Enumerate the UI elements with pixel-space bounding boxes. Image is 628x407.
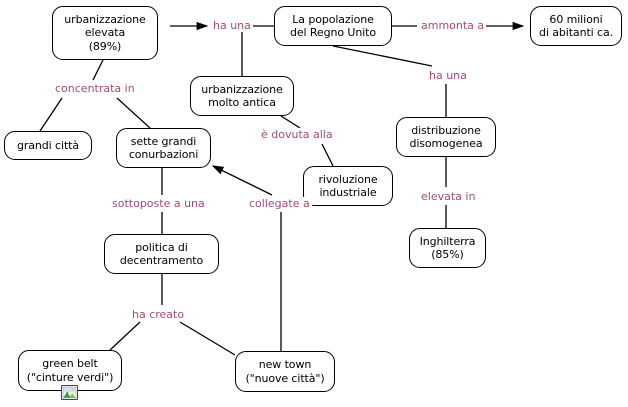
node-line: new town xyxy=(258,358,312,371)
edge-ha-creato-to-green-belt xyxy=(109,321,141,351)
node-line: industriale xyxy=(319,186,377,199)
node-line: (89%) xyxy=(88,39,122,53)
edge-popolazione-to-ha-una-2 xyxy=(332,45,433,67)
node-sette-grandi-conurbazioni[interactable]: sette grandi conurbazioni xyxy=(116,128,211,168)
node-line: politica di xyxy=(135,240,188,254)
node-new-town[interactable]: new town ("nuove città") xyxy=(235,351,335,392)
link-label-sottoposte-a-una[interactable]: sottoposte a una xyxy=(110,197,207,210)
node-line: urbanizzazione xyxy=(201,82,283,96)
link-label-e-dovuta-alla[interactable]: è dovuta alla xyxy=(259,128,335,141)
node-line: molto antica xyxy=(208,96,276,109)
node-line: La popolazione xyxy=(292,12,374,26)
node-line: ("cinture verdi") xyxy=(26,370,114,384)
link-label-concentrata-in[interactable]: concentrata in xyxy=(53,82,137,95)
node-line: elevata xyxy=(84,26,126,40)
node-line: rivoluzione xyxy=(318,172,378,186)
node-line: decentramento xyxy=(119,254,204,267)
edge-concentrata-in-to-conurbazioni xyxy=(116,97,151,129)
node-line: ("nuove città") xyxy=(245,371,325,385)
node-line: urbanizzazione xyxy=(64,12,146,26)
link-label-ha-creato[interactable]: ha creato xyxy=(130,308,187,321)
node-line: disomogenea xyxy=(409,137,483,150)
node-urbanizzazione-molto-antica[interactable]: urbanizzazione molto antica xyxy=(190,76,294,116)
edge-collegate-a-to-conurbazioni xyxy=(211,165,273,196)
edge-urbanizzazione-elevata-to-concentrata-in xyxy=(92,59,104,81)
edge-concentrata-in-to-grandi-citta xyxy=(39,97,63,132)
node-urbanizzazione-elevata[interactable]: urbanizzazione elevata (89%) xyxy=(52,6,158,60)
edge-ha-creato-to-new-town xyxy=(179,321,236,356)
node-popolazione-regno-unito[interactable]: La popolazione del Regno Unito xyxy=(274,6,392,46)
node-rivoluzione-industriale[interactable]: rivoluzione industriale xyxy=(303,166,393,206)
link-label-elevata-in[interactable]: elevata in xyxy=(419,190,478,203)
node-line: sette grandi xyxy=(130,134,197,148)
link-label-ha-una-distribuzione[interactable]: ha una xyxy=(427,69,469,82)
link-label-ha-una-urbanizzazione[interactable]: ha una xyxy=(211,19,253,32)
edge-e-dovuta-alla-to-rivoluzione xyxy=(321,143,334,167)
node-line: conurbazioni xyxy=(128,148,199,161)
node-line: (85%) xyxy=(431,248,464,261)
node-inghilterra[interactable]: Inghilterra (85%) xyxy=(409,228,486,268)
node-distribuzione-disomogenea[interactable]: distribuzione disomogenea xyxy=(396,117,496,157)
node-line: distribuzione xyxy=(411,123,481,137)
node-politica-di-decentramento[interactable]: politica di decentramento xyxy=(104,234,219,274)
link-label-ammonta-a[interactable]: ammonta a xyxy=(419,19,487,32)
edge-urbanizzazione-antica-to-e-dovuta-alla xyxy=(280,115,301,129)
node-line: di abitanti ca. xyxy=(539,26,613,39)
node-line: grandi città xyxy=(16,138,80,152)
node-line: green belt xyxy=(42,357,98,370)
node-line: del Regno Unito xyxy=(289,26,377,39)
node-grandi-citta[interactable]: grandi città xyxy=(4,131,92,160)
node-green-belt[interactable]: green belt ("cinture verdi") xyxy=(18,350,122,391)
link-label-collegate-a[interactable]: collegate a xyxy=(247,197,312,210)
node-line: Inghilterra xyxy=(419,234,476,248)
image-icon[interactable] xyxy=(61,385,78,400)
node-line: 60 milioni xyxy=(549,12,603,26)
node-sessanta-milioni[interactable]: 60 milioni di abitanti ca. xyxy=(530,6,622,46)
